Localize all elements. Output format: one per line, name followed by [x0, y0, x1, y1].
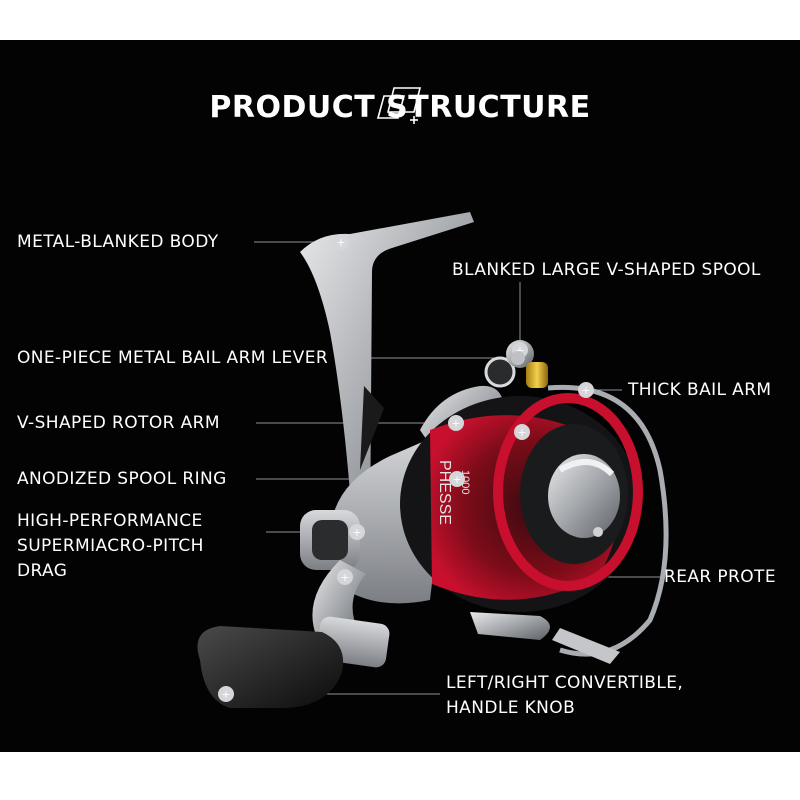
label-thick-bail: THICK BAIL ARM — [628, 380, 772, 400]
label-metal-body: METAL-BLANKED BODY — [17, 232, 219, 252]
svg-text:+: + — [581, 384, 590, 397]
svg-text:+: + — [352, 526, 361, 539]
drag-knob-grip — [558, 459, 615, 477]
spinning-reel-illustration: PHESSE 1000 + + + + + + + + + — [197, 87, 669, 708]
label-v-spool: BLANKED LARGE V-SHAPED SPOOL — [452, 260, 761, 280]
marker-rotor-arm-2[interactable]: + — [514, 424, 530, 440]
thick-bail-arm — [547, 384, 669, 657]
svg-text:+: + — [221, 688, 230, 701]
bail-arm-bracket — [470, 612, 550, 640]
label-drag-line3: DRAG — [17, 561, 68, 581]
handle-knob — [197, 626, 344, 708]
marker-rotor-arm[interactable]: + — [448, 415, 464, 431]
marker-handle-knob[interactable]: + — [218, 686, 234, 702]
marker-thick-bail[interactable]: + — [578, 382, 594, 398]
bail-arm-tip — [552, 628, 620, 664]
spool-ring — [493, 393, 643, 591]
marker-metal-body[interactable]: + — [333, 234, 349, 250]
spool-brand-text: PHESSE — [436, 460, 453, 525]
label-bail-lever: ONE-PIECE METAL BAIL ARM LEVER — [17, 348, 329, 368]
bail-pivot — [484, 356, 516, 388]
label-drag-line1: HIGH-PERFORMANCE — [17, 511, 203, 531]
drag-knob-screw — [593, 527, 603, 537]
marker-rear-protect[interactable]: + — [337, 569, 353, 585]
svg-text:+: + — [451, 417, 460, 430]
reel-foot — [300, 212, 474, 549]
svg-text:+: + — [340, 571, 349, 584]
label-spool-ring: ANODIZED SPOOL RING — [17, 469, 227, 489]
label-rear-protect: REAR PROTE — [664, 567, 776, 587]
marker-spool-ring[interactable]: + — [449, 471, 465, 487]
line-roller — [526, 362, 548, 388]
page-title: PRODUCT STRUCTURE — [209, 90, 591, 125]
label-rotor-arm: V-SHAPED ROTOR ARM — [17, 413, 220, 433]
label-drag-line2: SUPERMIACRO-PITCH — [17, 536, 204, 556]
svg-text:+: + — [515, 344, 524, 357]
label-knob-line1: LEFT/RIGHT CONVERTIBLE, — [446, 673, 684, 693]
stem-cutout — [360, 386, 384, 470]
svg-text:+: + — [336, 236, 345, 249]
drag-core — [312, 520, 348, 560]
label-knob-line2: HANDLE KNOB — [446, 698, 576, 718]
callout-markers: + + + + + + + + + — [218, 234, 594, 702]
overlapping-squares-plus-icon — [376, 87, 422, 124]
marker-bail-lever[interactable] — [511, 351, 525, 365]
svg-text:+: + — [452, 473, 461, 486]
marker-drag[interactable]: + — [349, 524, 365, 540]
svg-text:+: + — [517, 426, 526, 439]
drag-knob — [548, 454, 620, 538]
product-image-panel: PHESSE 1000 + + + + + + + + + — [0, 40, 800, 752]
